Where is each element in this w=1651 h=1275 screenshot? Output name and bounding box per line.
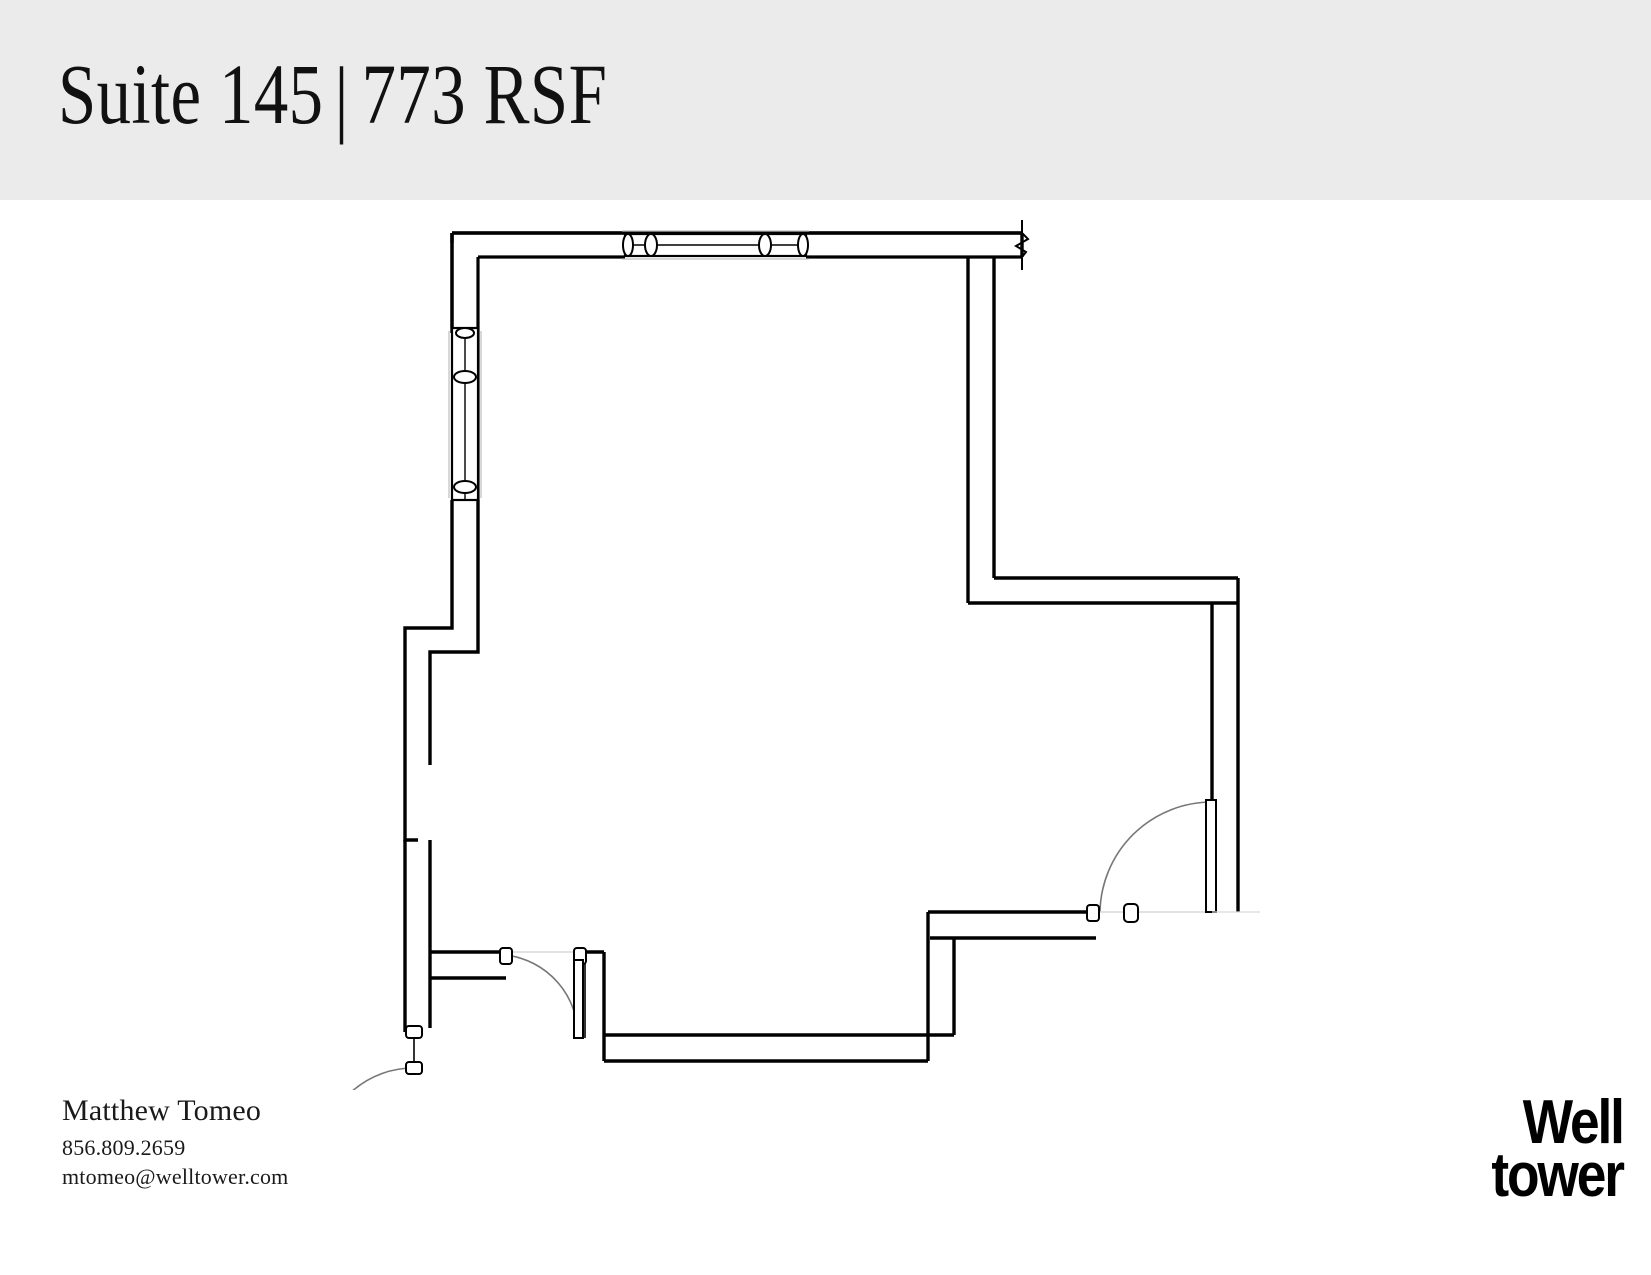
page-title: Suite 145|773 RSF	[58, 46, 608, 145]
floorplan-container	[0, 200, 1651, 1090]
window-top	[622, 230, 809, 260]
break-symbol-top-right	[1014, 220, 1030, 270]
window-left	[448, 326, 482, 502]
welltower-logo: Well tower	[1470, 1088, 1626, 1211]
logo-line-well: Well	[1522, 1088, 1625, 1157]
door-upper-left	[499, 947, 587, 1039]
wall-outline-outer	[403, 500, 454, 842]
contact-block: Matthew Tomeo 856.809.2659 mtomeo@wellto…	[62, 1094, 289, 1191]
door-right	[1086, 799, 1217, 923]
contact-email[interactable]: mtomeo@welltower.com	[62, 1164, 289, 1189]
header-band: Suite 145|773 RSF	[0, 0, 1651, 200]
wall-bottom-right	[604, 910, 1098, 1063]
door-left-entry	[352, 1025, 423, 1090]
title-area: 773 RSF	[361, 46, 608, 142]
wall-outline-inner	[428, 500, 480, 765]
wall-left-partitions	[403, 840, 506, 1032]
contact-name: Matthew Tomeo	[62, 1094, 262, 1127]
floorplan-drawing	[352, 220, 1260, 1090]
wall-right	[966, 233, 1240, 912]
logo-line-tower: tower	[1491, 1141, 1626, 1211]
title-separator: |	[334, 49, 349, 145]
contact-phone[interactable]: 856.809.2659	[62, 1135, 186, 1160]
wall-top	[450, 231, 1022, 500]
title-suite: Suite 145	[58, 46, 324, 142]
